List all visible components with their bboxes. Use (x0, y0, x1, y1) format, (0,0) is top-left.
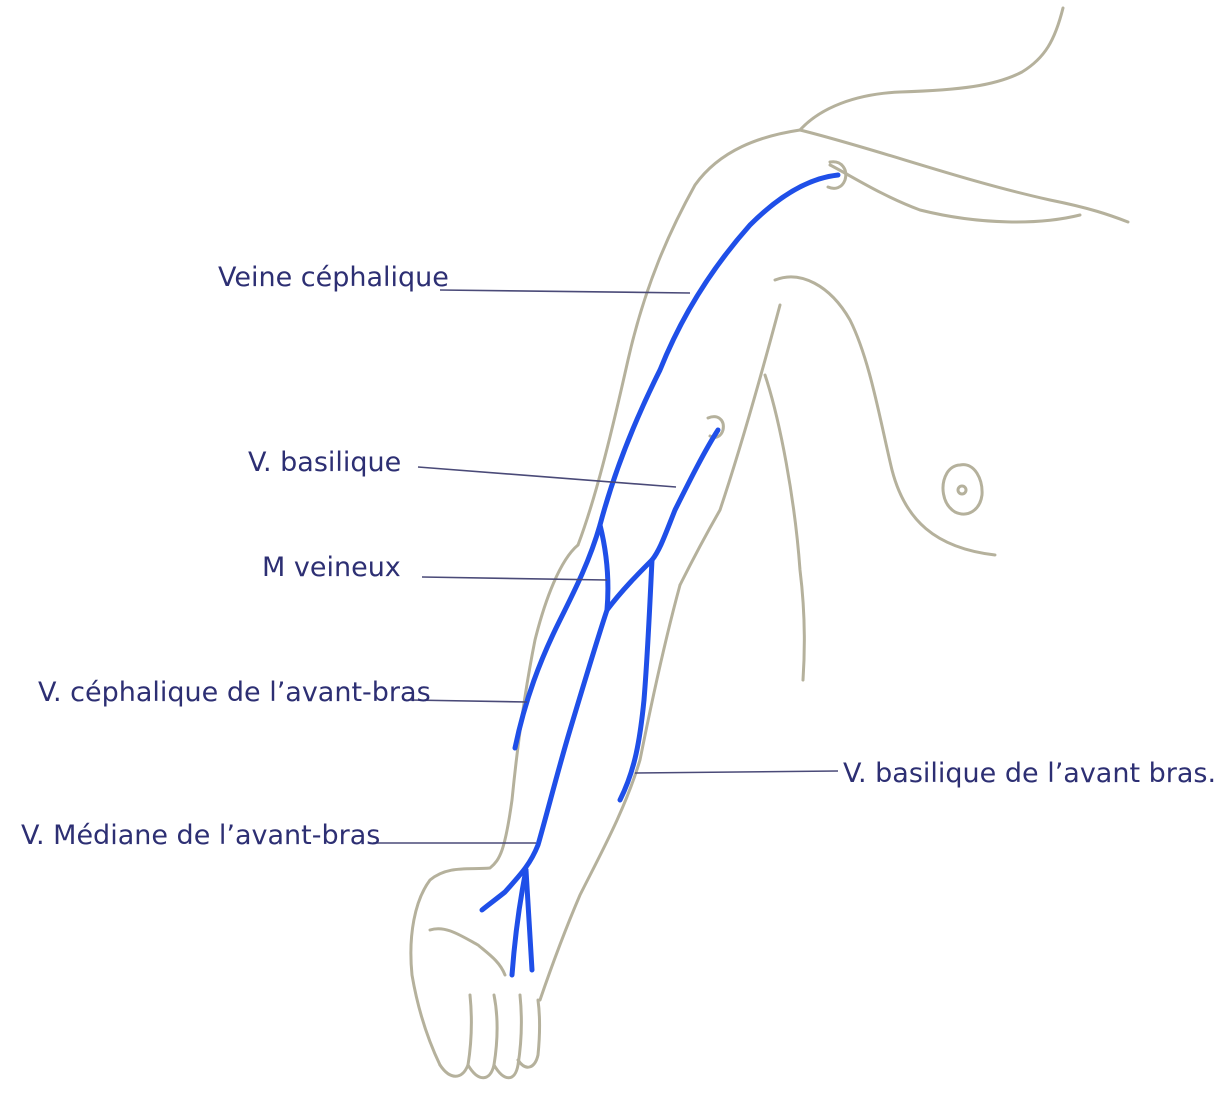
basilic-vein (620, 430, 718, 800)
nipple-outline (958, 486, 966, 494)
inner-arm-outline (680, 305, 780, 585)
label-v-mediane-avant-bras: V. Médiane de l’avant-bras (21, 820, 380, 852)
forearm-outer-outline (411, 545, 578, 1065)
label-v-cephalique-avant-bras: V. céphalique de l’avant-bras (38, 677, 431, 709)
label-m-veineux: M veineux (262, 552, 401, 584)
label-veine-cephalique: Veine céphalique (218, 262, 449, 294)
forearm-inner-outline (540, 585, 680, 1000)
label-v-basilique-avant-bras: V. basilique de l’avant bras. (843, 758, 1216, 790)
leader-veine-cephalique (440, 290, 690, 293)
leader-v-basilique (418, 467, 676, 487)
torso-side-outline (765, 375, 804, 680)
cephalic-vein (515, 175, 838, 748)
breast-outline (943, 465, 982, 514)
neck-outline (800, 8, 1063, 130)
finger-1-outline (440, 995, 471, 1076)
median-branch-1 (512, 870, 526, 975)
thumb-outline (430, 929, 505, 975)
veins (482, 175, 838, 975)
median-branch-2 (526, 870, 532, 970)
leader-v-basilique-avant-bras (635, 771, 838, 773)
median-cubital-vein (600, 525, 652, 610)
label-v-basilique: V. basilique (248, 447, 401, 479)
